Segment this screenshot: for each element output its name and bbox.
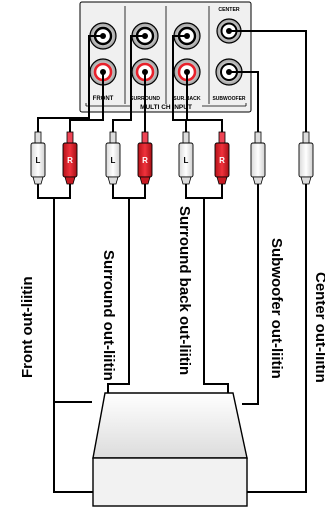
plug-sur-back-l: L [178,131,194,185]
cable-label-center: Center out-liitin [312,272,325,383]
panel-title: MULTI CH INPUT [140,104,192,111]
plug-center [298,131,314,185]
jack-label-subwoofer: SUBWOOFER [212,96,245,102]
plug-front-l: L [30,131,46,185]
multi-ch-input-panel: MULTI CH INPUT FRONT SURROUND SUR.BACK S… [79,1,252,113]
cable-label-subwoofer: Subwoofer out-liitin [268,238,285,379]
jack-label-center: CENTER [218,7,240,13]
cable-label-surround-back: Surround back out-liitin [176,206,193,375]
cable-label-front: Front out-liitin [19,276,36,378]
cable-label-surround: Surround out-liitin [100,250,117,381]
jack-to-plug-wires [37,30,307,133]
rca-plugs: L R L R L [30,131,314,185]
plug-letter-l: L [111,156,116,165]
plug-sur-back-r: R [214,131,230,185]
plug-letter-r: R [142,156,148,165]
plug-front-r: R [62,131,78,185]
plug-surround-r: R [137,131,153,185]
plug-subwoofer [250,131,266,185]
plug-surround-l: L [105,131,121,185]
plug-letter-l: L [184,156,189,165]
plug-letter-r: R [219,156,225,165]
plug-letter-r: R [67,156,73,165]
front-cable-return [53,402,93,493]
plug-letter-l: L [36,156,41,165]
source-device [92,392,248,507]
